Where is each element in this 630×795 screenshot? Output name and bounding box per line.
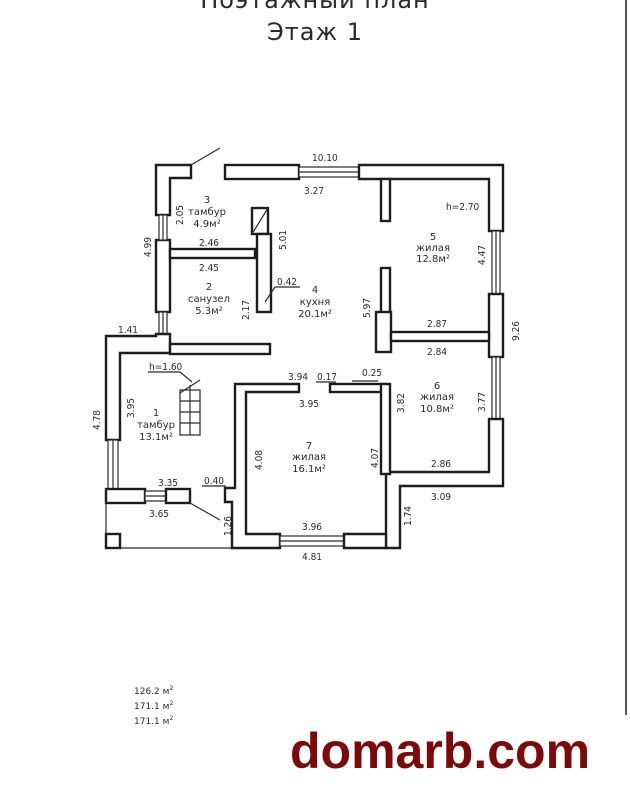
svg-text:7: 7 [306,441,312,452]
floor-label: Этаж 1 [267,18,363,46]
total-row: 126.2 м2 [134,685,174,697]
plan-title: Поэтажный план [200,0,430,14]
dim-room7-left: 4.08 [254,450,265,470]
dim-bottom-outer: 4.81 [302,552,322,563]
room-label-4: 4 кухня 20.1м² [298,285,332,320]
wall-room7-left [223,382,301,550]
room-label-3: 3 тамбур 4.9м² [188,195,226,230]
dim-left-outer: 4.78 [92,410,103,430]
svg-text:5: 5 [430,232,436,243]
svg-text:12.8м²: 12.8м² [416,254,450,265]
dim-room6-left: 3.82 [396,393,407,413]
dim-pillar: 0.40 [204,476,224,487]
wall-room7-bottom-right [342,532,388,550]
dim-left-upper: 4.99 [143,237,154,257]
dim-right-outer: 9.26 [511,321,522,341]
wall-room7-right [379,382,392,476]
svg-text:3: 3 [204,195,210,206]
dim-right-step: 1.74 [403,506,414,526]
staircase [179,379,201,436]
kitchen-column [255,232,273,314]
dim-door-gap: 0.17 [317,372,337,383]
svg-text:жилая: жилая [292,452,326,463]
room-label-6: 6 жилая 10.8м² [420,381,454,415]
porch-pillar-small [104,532,122,550]
svg-text:4: 4 [312,285,318,296]
svg-text:16.1м²: 16.1м² [292,464,326,475]
svg-text:1: 1 [153,408,159,419]
svg-text:жилая: жилая [420,392,454,403]
dim-kitchen-right: 5.97 [362,298,373,318]
watermark-logo: domarb.com [290,723,591,779]
svg-text:4.9м²: 4.9м² [193,219,220,230]
dim-bottom-right-outer: 3.09 [431,492,451,503]
dim-porch-depth: 1.26 [223,516,234,536]
page-border-line [625,0,627,715]
dim-sanuzel-height: 2.17 [241,300,252,320]
svg-text:кухня: кухня [300,297,330,308]
dim-room7-top-left: 3.94 [288,372,308,383]
dim-tambur1-height: 3.95 [126,398,137,418]
area-totals: 126.2 м2 171.1 м2 171.1 м2 [134,683,173,728]
height-main: h=2.70 [446,202,480,213]
dim-room5-window: 4.47 [477,245,488,265]
height-stair: h=1.60 [149,362,183,373]
dim-room6-bottom: 2.86 [431,459,451,470]
partition-kitchen-bottom [168,342,272,356]
room-label-7: 7 жилая 16.1м² [292,441,326,475]
dim-room7-top: 3.95 [299,399,319,410]
svg-text:13.1м²: 13.1м² [139,432,173,443]
partition-kitchen-upper [379,266,392,315]
wall-right-lower [384,417,505,550]
svg-text:санузел: санузел [188,294,230,305]
dim-tambur3-height: 2.05 [175,205,186,225]
dim-room5-bottom: 2.84 [427,347,447,358]
svg-text:6: 6 [434,381,440,392]
dim-top-inner: 3.27 [304,186,324,197]
svg-text:2: 2 [206,282,212,293]
dim-col-width: 0.42 [277,277,297,288]
wall-top-left [223,163,301,181]
partition-tambur-sanuzel [168,247,257,260]
col-width-leader-tick [264,286,276,303]
svg-text:5.3м²: 5.3м² [195,306,222,317]
dim-porch-bottom: 3.65 [149,509,169,520]
svg-text:20.1м²: 20.1м² [298,309,332,320]
svg-text:жилая: жилая [416,243,450,254]
dim-partition-bottom: 2.45 [199,263,219,274]
dim-room5-bottom-top: 2.87 [427,319,447,330]
dim-room7-bottom: 3.96 [302,522,322,533]
room-label-2: 2 санузел 5.3м² [188,282,230,317]
wall-top-right [357,163,505,233]
partition-top-small [379,177,392,223]
svg-text:тамбур: тамбур [188,207,226,218]
dim-porch-top: 3.35 [158,478,178,489]
total-row: 171.1 м2 [134,700,174,712]
entry-door-swing [190,147,221,166]
room-label-1: 1 тамбур 13.1м² [137,408,175,443]
stair-height-leader-tick [179,371,193,383]
dim-wall-step: 0.25 [362,368,382,379]
svg-text:тамбур: тамбур [137,420,175,431]
wall-left-mid [154,238,172,314]
svg-text:10.8м²: 10.8м² [420,404,454,415]
total-row: 171.1 м2 [134,715,174,727]
dim-room6-window: 3.77 [477,392,488,412]
wall-room7-top-right [328,382,387,394]
room-label-5: 5 жилая 12.8м² [416,232,450,265]
porch-leader [189,502,221,521]
dim-partition-top: 2.46 [199,238,219,249]
wall-porch-right [164,487,192,505]
wall-porch-left [104,487,147,505]
partition-room5-room6 [389,330,491,343]
dim-top-outer: 10.10 [312,153,338,164]
wall-right-mid [487,292,505,359]
stair-box-diagonal [251,207,269,235]
dim-offset-left: 1.41 [118,325,138,336]
dim-room7-right: 4.07 [370,448,381,468]
dim-kitchen-col: 5.01 [278,230,289,250]
partition-kitchen-lower [374,310,393,354]
